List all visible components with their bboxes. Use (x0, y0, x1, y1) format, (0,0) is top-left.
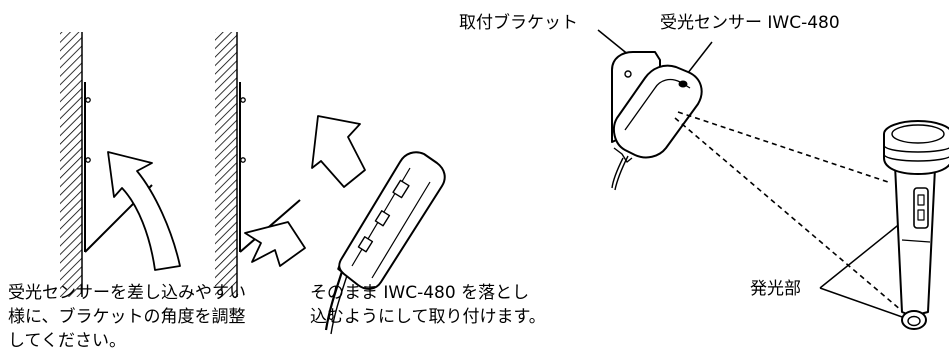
light-beams (674, 111, 916, 323)
wall-middle (215, 32, 238, 297)
middle-caption-line-1: そのまま IWC-480 を落とし (310, 283, 530, 303)
arrow-small-down (244, 221, 306, 267)
sensor-device-middle (324, 151, 446, 335)
sensor-label: 受光センサー IWC-480 (660, 13, 840, 33)
middle-caption-line-2: 込むようにして取り付けます。 (310, 307, 546, 327)
left-caption-line-1: 受光センサーを差し込みやすい (8, 283, 246, 303)
emitter-label: 発光部 (750, 279, 801, 299)
mounted-sensor (611, 51, 703, 191)
left-caption-line-3: してください。 (8, 331, 126, 351)
wall-left (60, 32, 83, 297)
curved-arrow-left (107, 151, 181, 271)
left-caption-line-2: 様に、ブラケットの角度を調整 (8, 307, 246, 327)
microphone (883, 120, 949, 330)
arrow-large-up (311, 115, 366, 188)
bracket-label: 取付ブラケット (459, 13, 578, 33)
